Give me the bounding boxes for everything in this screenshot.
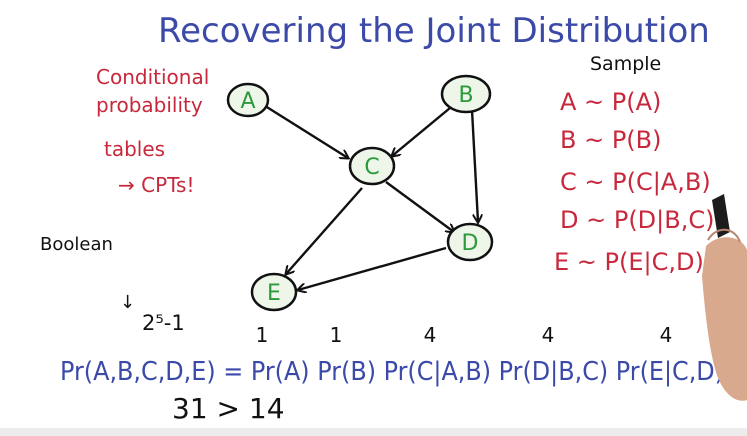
sample-heading: Sample: [590, 53, 661, 75]
edge-a-c: [261, 102, 348, 158]
factor-counts: 1 1 4 4 4: [256, 323, 673, 347]
cpt-note-line-2: probability: [96, 93, 203, 117]
node-e-label: E: [267, 281, 281, 306]
count-d: 4: [542, 323, 555, 347]
boolean-label: Boolean: [40, 234, 113, 255]
node-b: B: [440, 74, 492, 114]
sample-line-c: C ~ P(C|A,B): [560, 168, 711, 196]
edge-b-c: [392, 107, 451, 156]
presenter-hand-icon: [702, 194, 747, 401]
node-d-label: D: [462, 231, 479, 256]
node-b-label: B: [458, 83, 473, 108]
cpt-note-line-4: → CPTs!: [118, 173, 194, 197]
count-a: 1: [256, 323, 269, 347]
factorization-equation: Pr(A,B,C,D,E) = Pr(A) Pr(B) Pr(C|A,B) Pr…: [60, 357, 724, 387]
cpt-note-line-3: tables: [104, 137, 165, 161]
edge-b-d: [470, 109, 478, 222]
sample-line-e: E ~ P(E|C,D): [554, 248, 704, 276]
node-c-label: C: [364, 155, 379, 180]
footer-bar: [0, 428, 747, 436]
graph-edges: [261, 102, 478, 290]
edge-c-d: [385, 181, 454, 232]
edge-c-e: [286, 187, 363, 274]
node-a: A: [226, 82, 270, 118]
edge-d-e: [298, 246, 447, 290]
sample-line-d: D ~ P(D|B,C): [560, 206, 714, 234]
count-b: 1: [330, 323, 343, 347]
cpt-note-line-1: Conditional: [96, 65, 209, 89]
sample-line-a: A ~ P(A): [560, 88, 661, 116]
full-count: 2⁵-1: [142, 311, 185, 335]
count-c: 4: [424, 323, 437, 347]
graph-nodes: A B C D E: [226, 74, 494, 312]
count-arrow: ↓: [120, 292, 135, 313]
count-e: 4: [660, 323, 673, 347]
node-e: E: [250, 272, 298, 312]
sample-line-b: B ~ P(B): [560, 126, 662, 154]
node-a-label: A: [240, 89, 255, 114]
page-title: Recovering the Joint Distribution: [158, 11, 710, 51]
parameter-comparison: 31 > 14: [172, 392, 285, 425]
node-c: C: [348, 146, 396, 186]
node-d: D: [446, 222, 494, 262]
